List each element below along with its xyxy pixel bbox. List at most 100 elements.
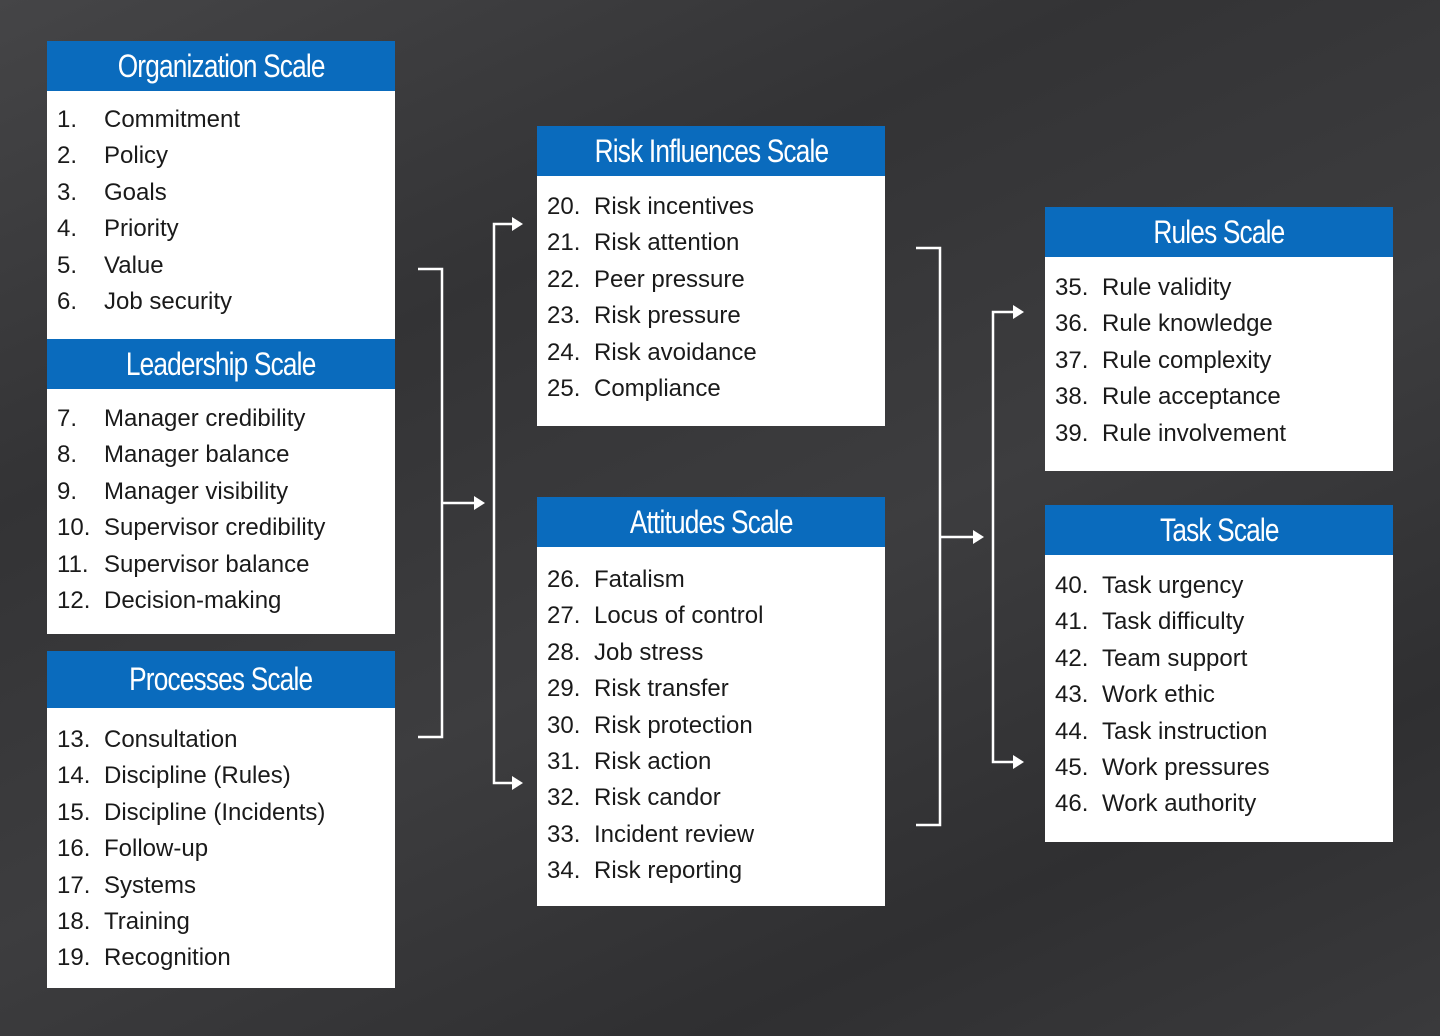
item-number: 6. — [57, 287, 78, 315]
item-label: Rule complexity — [1102, 346, 1272, 374]
right-bracket — [916, 246, 942, 827]
item-label: Follow-up — [104, 835, 209, 863]
list-item: 41.Task difficulty — [1045, 604, 1393, 640]
item-label: Task difficulty — [1102, 608, 1245, 636]
item-label: Risk transfer — [594, 675, 729, 703]
list-item: 33. Incident review — [537, 817, 885, 853]
list-item: 39. Rule involvement — [1045, 416, 1393, 452]
item-label: Recognition — [104, 944, 231, 972]
item-label: Goals — [104, 178, 167, 206]
item-number: 2. — [57, 142, 78, 170]
item-label: Training — [104, 907, 190, 935]
list-item: 25. Compliance — [537, 371, 885, 407]
item-number: 32. — [547, 784, 581, 812]
item-number: 46. — [1055, 790, 1089, 818]
item-number: 36. — [1055, 310, 1089, 338]
item-number: 43. — [1055, 681, 1089, 709]
item-label: Supervisor balance — [104, 550, 310, 578]
item-label: Risk protection — [594, 711, 753, 739]
item-number: 12. — [57, 586, 91, 614]
list-item: 11.Supervisor balance — [47, 547, 395, 583]
task-scale-header: Task Scale — [1045, 505, 1393, 555]
item-number: 22. — [547, 265, 581, 293]
item-number: 10. — [57, 514, 91, 542]
item-label: Discipline (Rules) — [104, 762, 291, 790]
list-item: 10. Supervisor credibility — [47, 510, 395, 546]
list-item: 31.Risk action — [537, 744, 885, 780]
box-title: Risk Influences Scale — [594, 133, 828, 169]
right-split-line — [991, 310, 1016, 764]
arrow-head-icon — [973, 530, 984, 544]
item-label: Risk reporting — [594, 857, 743, 885]
item-label: Work pressures — [1102, 753, 1270, 781]
item-label: Work authority — [1102, 790, 1257, 818]
item-number: 15. — [57, 798, 91, 826]
list-item: 22.Peer pressure — [537, 262, 885, 298]
list-item: 30.Risk protection — [537, 708, 885, 744]
item-label: Incident review — [594, 820, 755, 848]
item-number: 25. — [547, 374, 581, 402]
item-label: Policy — [104, 142, 169, 170]
risk-influences-scale-box: Risk Influences Scale 20.Risk incentives… — [537, 126, 885, 426]
arrow-head-icon — [474, 496, 485, 510]
list-item: 21.Risk attention — [537, 225, 885, 261]
item-number: 29. — [547, 675, 581, 703]
item-label: Systems — [104, 871, 197, 899]
list-item: 23.Risk pressure — [537, 298, 885, 334]
arrow-head-icon — [512, 217, 523, 231]
item-label: Manager visibility — [104, 477, 289, 505]
item-number: 8. — [57, 441, 78, 469]
list-item: 36. Rule knowledge — [1045, 306, 1393, 342]
list-item: 20.Risk incentives — [537, 189, 885, 225]
box-title: Processes Scale — [129, 661, 313, 697]
list-item: 28.Job stress — [537, 635, 885, 671]
item-number: 33. — [547, 820, 581, 848]
item-number: 40. — [1055, 572, 1089, 599]
list-item: 7.Manager credibility — [47, 401, 395, 437]
list-item: 3.Goals — [47, 175, 395, 211]
arrow-head-icon — [1013, 305, 1024, 319]
item-number: 37. — [1055, 346, 1089, 374]
item-number: 28. — [547, 638, 581, 666]
item-label: Risk pressure — [594, 302, 741, 330]
item-number: 44. — [1055, 717, 1089, 745]
list-item: 40.Task urgency — [1045, 568, 1393, 604]
item-label: Rule knowledge — [1102, 310, 1273, 338]
item-number: 24. — [547, 338, 581, 366]
list-item: 26.Fatalism — [537, 562, 885, 598]
item-label: Decision-making — [104, 586, 282, 614]
item-label: Commitment — [104, 106, 241, 133]
item-number: 38. — [1055, 383, 1089, 411]
arrow-head-icon — [512, 776, 523, 790]
leadership-scale-box: Leadership Scale 7.Manager credibility 8.… — [47, 339, 395, 634]
item-label: Risk attention — [594, 229, 740, 257]
item-number: 45. — [1055, 753, 1089, 781]
item-label: Compliance — [594, 374, 721, 402]
item-number: 39. — [1055, 419, 1089, 447]
list-item: 19.Recognition — [47, 940, 395, 976]
leadership-scale-header: Leadership Scale — [47, 339, 395, 389]
item-label: Manager balance — [104, 441, 290, 469]
item-label: Discipline (Incidents) — [104, 798, 326, 826]
list-item: 27.Locus of control — [537, 598, 885, 634]
item-label: Fatalism — [594, 566, 685, 593]
item-number: 16. — [57, 835, 91, 863]
list-item: 42.Team support — [1045, 641, 1393, 677]
item-number: 34. — [547, 857, 581, 885]
item-label: Value — [104, 251, 164, 279]
item-label: Team support — [1102, 644, 1248, 672]
item-number: 20. — [547, 193, 581, 220]
item-label: Risk avoidance — [594, 338, 757, 366]
item-label: Rule involvement — [1102, 419, 1287, 447]
list-item: 16. Follow-up — [47, 831, 395, 867]
list-item: 32.Risk candor — [537, 780, 885, 816]
item-label: Rule validity — [1102, 274, 1232, 301]
item-label: Supervisor credibility — [104, 514, 326, 542]
